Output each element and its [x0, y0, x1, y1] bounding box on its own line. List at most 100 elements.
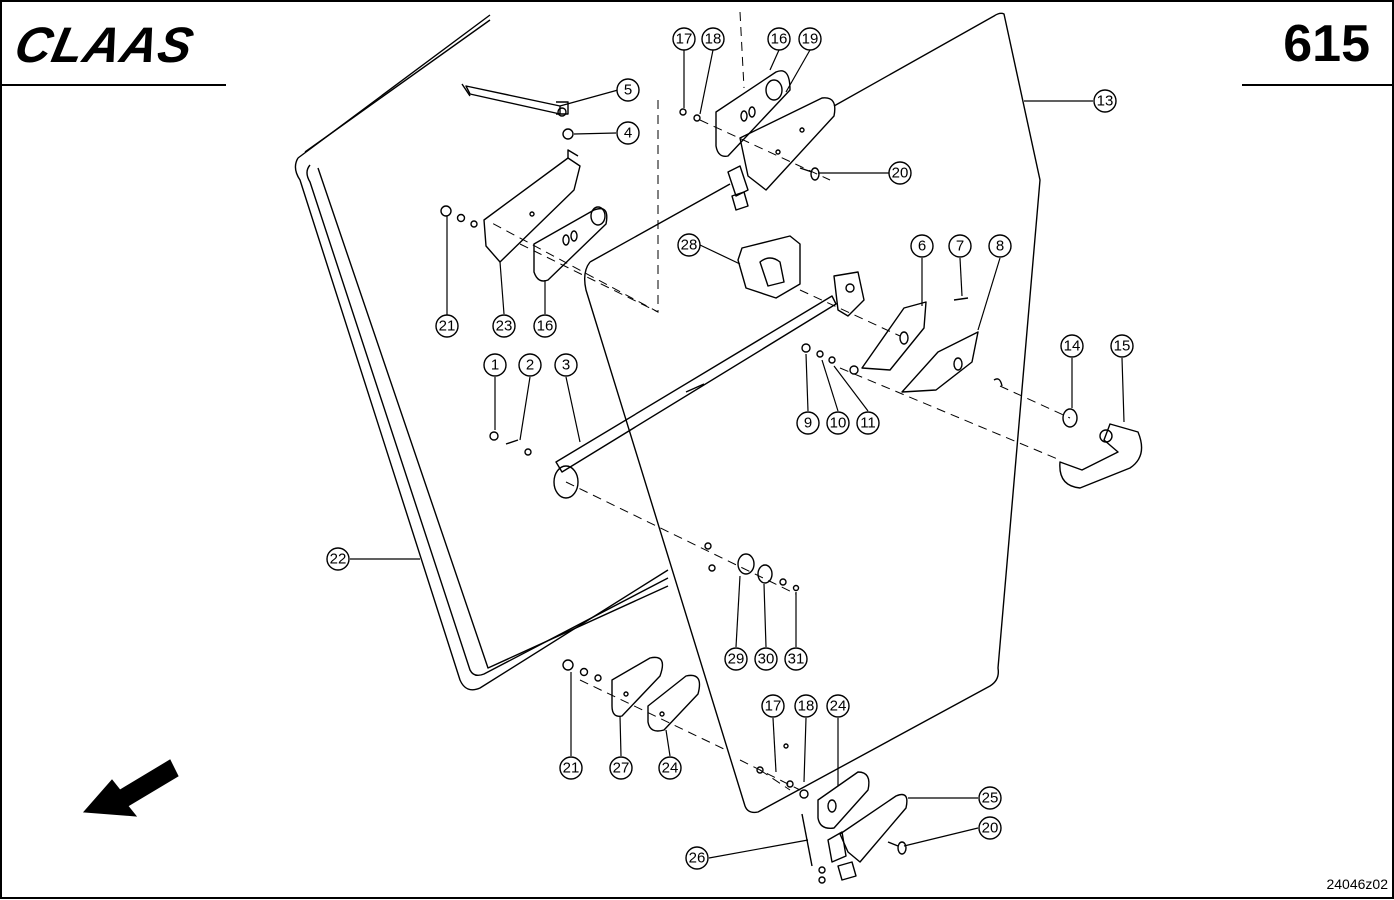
callout-14-circle [1060, 334, 1084, 358]
door-pane [583, 12, 1041, 814]
plate-27 [611, 656, 664, 717]
callout-15-label: 15 [1114, 338, 1131, 355]
callout-8-circle [988, 234, 1012, 258]
washer-18-top [693, 114, 701, 122]
callout-16a-label: 16 [771, 31, 788, 48]
callout-31-label: 31 [788, 651, 805, 668]
direction-arrow-icon [82, 759, 179, 817]
callout-18a-label: 18 [705, 31, 722, 48]
callout-23-circle [492, 314, 516, 338]
callout-14-label: 14 [1064, 338, 1081, 355]
callout-22-circle [326, 547, 350, 571]
callout-1-label: 1 [491, 357, 499, 374]
washer-29 [737, 553, 755, 575]
callout-5-circle [616, 78, 640, 102]
callout-27-circle [609, 756, 633, 780]
callout-22-label: 22 [330, 551, 347, 568]
washer-17-bottom [756, 766, 764, 774]
callout-2-label: 2 [526, 357, 534, 374]
callout-26-circle [685, 846, 709, 870]
plate-8 [901, 331, 979, 393]
callout-21a-label: 21 [439, 318, 456, 335]
door-latch [833, 271, 865, 317]
callout-16a-circle [767, 27, 791, 51]
bolt-20-top [799, 167, 820, 181]
nut-21-upper [440, 205, 452, 217]
callout-2-circle [518, 353, 542, 377]
upper-bracket [483, 149, 581, 263]
washer-21-lower [579, 667, 589, 677]
callout-20b-label: 20 [982, 820, 999, 837]
bolt-20-bottom [887, 841, 907, 855]
callout-9-label: 9 [804, 415, 812, 432]
callout-21a-circle [435, 314, 459, 338]
callout-7-circle [948, 234, 972, 258]
hinge-plate-16-top [715, 70, 791, 157]
washer-17-top [679, 108, 687, 116]
callout-29-circle [724, 647, 748, 671]
callout-18b-label: 18 [798, 698, 815, 715]
hole-a [704, 542, 712, 550]
hinge-plate-24-bottom [817, 771, 870, 829]
callout-10-label: 10 [830, 415, 847, 432]
callout-13-circle [1093, 89, 1117, 113]
clip [993, 378, 1003, 387]
door-handle [1059, 423, 1143, 489]
callout-24a-circle [658, 756, 682, 780]
gas-strut [461, 83, 569, 117]
hole-b [708, 564, 716, 572]
washer-21b-lower [594, 674, 602, 682]
callout-16b-circle [533, 314, 557, 338]
drawing-reference: 24046z02 [1326, 876, 1388, 892]
callout-24a-label: 24 [662, 760, 679, 777]
screw-7 [953, 297, 969, 301]
callout-29-label: 29 [728, 651, 745, 668]
nut-1 [489, 431, 499, 441]
bolt-2 [505, 439, 519, 445]
callout-3-circle [554, 353, 578, 377]
callout-20a-label: 20 [892, 165, 909, 182]
page-number: 615 [1283, 15, 1370, 73]
callout-19-circle [798, 27, 822, 51]
callout-21b-label: 21 [563, 760, 580, 777]
callout-7-label: 7 [956, 238, 964, 255]
callout-11-circle [856, 411, 880, 435]
callout-19-label: 19 [802, 31, 819, 48]
callout-1-circle [483, 353, 507, 377]
callout-11-label: 11 [860, 415, 876, 432]
callout-9-circle [796, 411, 820, 435]
callout-24b-label: 24 [830, 698, 847, 715]
callout-17a-label: 17 [676, 31, 693, 48]
washer-11 [828, 356, 836, 364]
callout-4-label: 4 [624, 125, 632, 142]
plate-24-lower-left [647, 674, 701, 732]
bushing-bottom [799, 789, 809, 799]
callout-13-label: 13 [1097, 93, 1114, 110]
callout-17b-circle [761, 694, 785, 718]
washer-31b [792, 584, 800, 592]
lock-housing [737, 235, 801, 299]
nut-9 [801, 343, 811, 353]
callout-18b-circle [794, 694, 818, 718]
callout-27-label: 27 [613, 760, 630, 777]
callout-6-circle [910, 234, 934, 258]
callout-28-label: 28 [681, 237, 698, 254]
callout-15-circle [1110, 334, 1134, 358]
callout-26-label: 26 [689, 850, 706, 867]
nut-14 [1062, 408, 1078, 428]
callout-31-circle [784, 647, 808, 671]
hinge-bracket-25-bottom [827, 793, 908, 881]
assembly-lines [489, 11, 1071, 791]
washer-rod [849, 365, 859, 375]
nut-4 [562, 128, 574, 140]
callout-18a-circle [701, 27, 725, 51]
callout-leaders [350, 49, 1125, 859]
callout-25-circle [978, 786, 1002, 810]
callout-6-label: 6 [918, 238, 926, 255]
rear-window-pane [294, 14, 669, 691]
callout-16b-label: 16 [537, 318, 554, 335]
callout-17a-circle [672, 27, 696, 51]
washer-31a [779, 578, 787, 586]
